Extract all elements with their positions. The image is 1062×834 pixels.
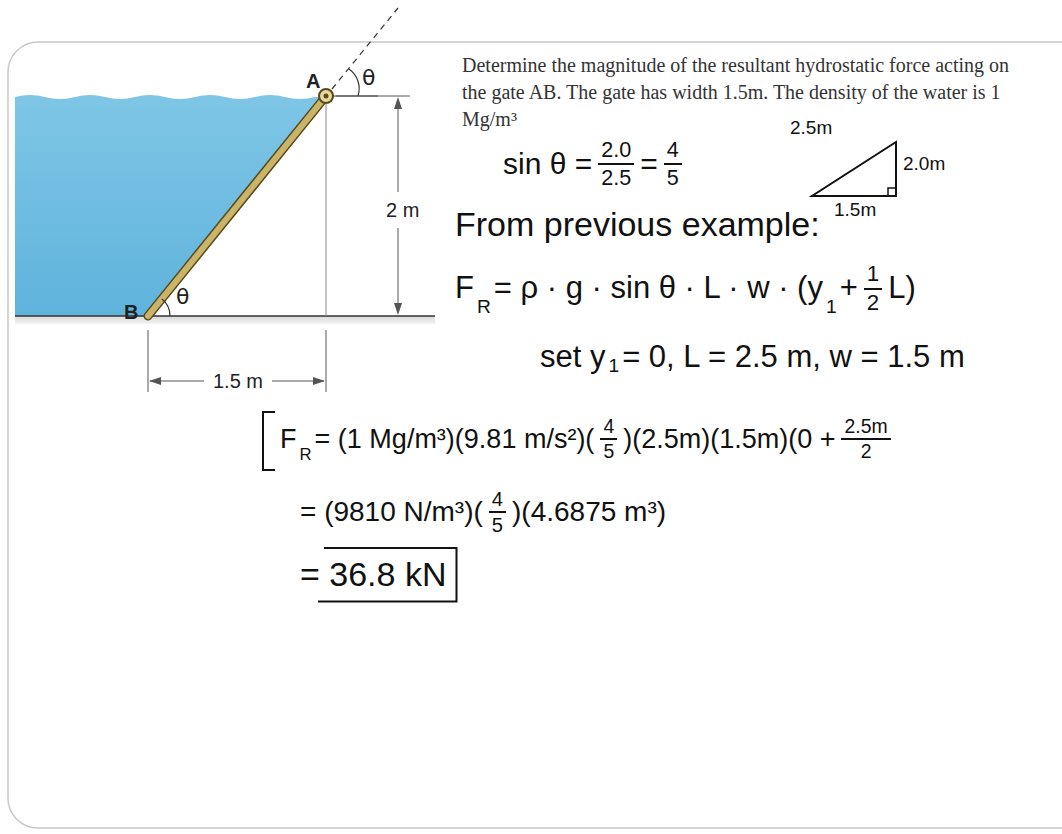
right-angle-mark: [888, 188, 896, 196]
angle-arc: [162, 299, 170, 316]
slide-frame: [8, 42, 1062, 828]
numerator: 4: [489, 488, 506, 513]
extension-line: [148, 330, 149, 392]
numerator: 1: [864, 262, 882, 290]
formula-text: = ρ · g · sin θ · L · w · (y: [494, 271, 823, 305]
formula-text: =: [640, 147, 658, 180]
numerator: 4: [664, 138, 682, 165]
fraction: 12: [861, 262, 885, 315]
triangle-sketch: [812, 142, 896, 196]
subscript: R: [477, 296, 491, 317]
formula-text: L): [888, 271, 916, 305]
angle-label: θ: [362, 66, 375, 90]
formula-line: = (9810 N/m³)(45)(4.6875 m³): [300, 488, 666, 536]
arrowhead: [313, 377, 325, 385]
ground: [15, 316, 435, 324]
water: [15, 95, 326, 316]
dimension: 2 m: [386, 199, 419, 221]
formula-text: = (1 Mg/m³)(9.81 m/s²)(: [315, 425, 595, 455]
formula-text: )(4.6875 m³): [512, 497, 666, 528]
side-length: 1.5m: [834, 200, 876, 221]
fraction: 2.02.5: [595, 138, 637, 190]
ground-line: [15, 315, 435, 317]
denominator: 2.5: [598, 165, 634, 190]
formula-line: From previous example:: [455, 206, 820, 243]
pin-center: [324, 94, 329, 99]
formula-text: sin θ =: [503, 147, 592, 180]
fraction: 45: [486, 488, 509, 536]
denominator: 2: [858, 440, 875, 462]
dimension-line: [398, 100, 399, 192]
formula-text: = 0, L = 2.5 m, w = 1.5 m: [622, 340, 965, 374]
denominator: 5: [664, 165, 682, 190]
denominator: 5: [600, 440, 617, 462]
denominator: 2: [864, 290, 882, 316]
side-length: 2.5m: [790, 118, 832, 139]
formula-text: F: [455, 271, 474, 305]
formula-text: +: [840, 271, 858, 305]
point-label: B: [124, 301, 138, 323]
formula-text: )(2.5m)(1.5m)(0 +: [623, 425, 835, 455]
fraction: 2.5m2: [838, 416, 893, 463]
arrowhead: [149, 377, 161, 385]
dimension: 1.5 m: [211, 370, 265, 392]
fraction: 45: [661, 138, 685, 190]
formula-text: = (9810 N/m³)(: [300, 497, 483, 528]
numerator: 2.0: [598, 138, 634, 165]
formula-line: FR= (1 Mg/m³)(9.81 m/s²)(45)(2.5m)(1.5m)…: [280, 416, 894, 463]
gate-outline: [148, 96, 326, 316]
denominator: 5: [489, 513, 506, 536]
formula-text: = 36.8 kN: [300, 556, 446, 593]
side-length: 2.0m: [903, 154, 945, 175]
formula-text: F: [280, 425, 297, 455]
vertical-line: [326, 104, 327, 316]
gate: [148, 96, 326, 316]
numerator: 4: [600, 416, 617, 440]
formula-text: From previous example:: [455, 206, 820, 243]
formula-line: FR= ρ · g · sin θ · L · w · (y1+12L): [455, 262, 916, 315]
extension-line: [326, 330, 327, 392]
numerator: 2.5m: [841, 416, 890, 440]
point-label: A: [306, 70, 320, 92]
pin: [319, 89, 333, 103]
formula-text: set y: [540, 340, 605, 374]
box-bracket: [263, 412, 275, 470]
subscript: 1: [608, 355, 619, 376]
dimension-line: [398, 228, 399, 312]
formula-line: = 36.8 kN: [300, 556, 446, 593]
problem-text: Determine the magnitude of the resultant…: [462, 52, 1022, 133]
subscript: 1: [826, 296, 837, 317]
angle-label: θ: [176, 285, 189, 309]
arrowhead: [394, 303, 402, 315]
fraction: 45: [597, 416, 620, 463]
formula-line: set y1= 0, L = 2.5 m, w = 1.5 m: [540, 340, 965, 374]
extension-line: [336, 96, 410, 97]
subscript: R: [300, 446, 312, 464]
angle-arc: [349, 69, 359, 96]
formula-line: sin θ =2.02.5=45: [503, 138, 685, 190]
arrowhead: [394, 97, 402, 109]
